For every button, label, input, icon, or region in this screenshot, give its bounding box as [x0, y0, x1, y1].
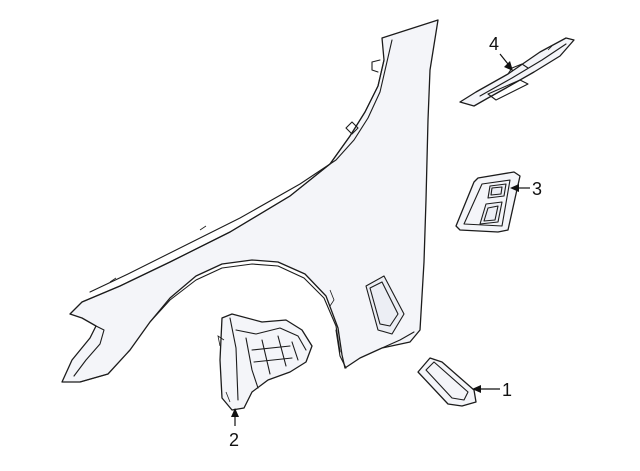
- callout-3: 3: [510, 179, 542, 199]
- callout-2: 2: [229, 408, 239, 450]
- fender-vent-opening: [365, 275, 405, 335]
- callout-1: 1: [472, 380, 512, 400]
- vent-trim-ring: [417, 357, 477, 407]
- callout-label-1: 1: [502, 380, 512, 400]
- callout-label-2: 2: [229, 430, 239, 450]
- callout-label-4: 4: [489, 34, 499, 54]
- fender-liner-bracket: [217, 313, 313, 411]
- fender-panel: [61, 19, 439, 383]
- side-vent-grille: [455, 171, 521, 233]
- callout-label-3: 3: [532, 179, 542, 199]
- upper-trim-strip: [459, 37, 575, 107]
- callout-4: 4: [489, 34, 513, 71]
